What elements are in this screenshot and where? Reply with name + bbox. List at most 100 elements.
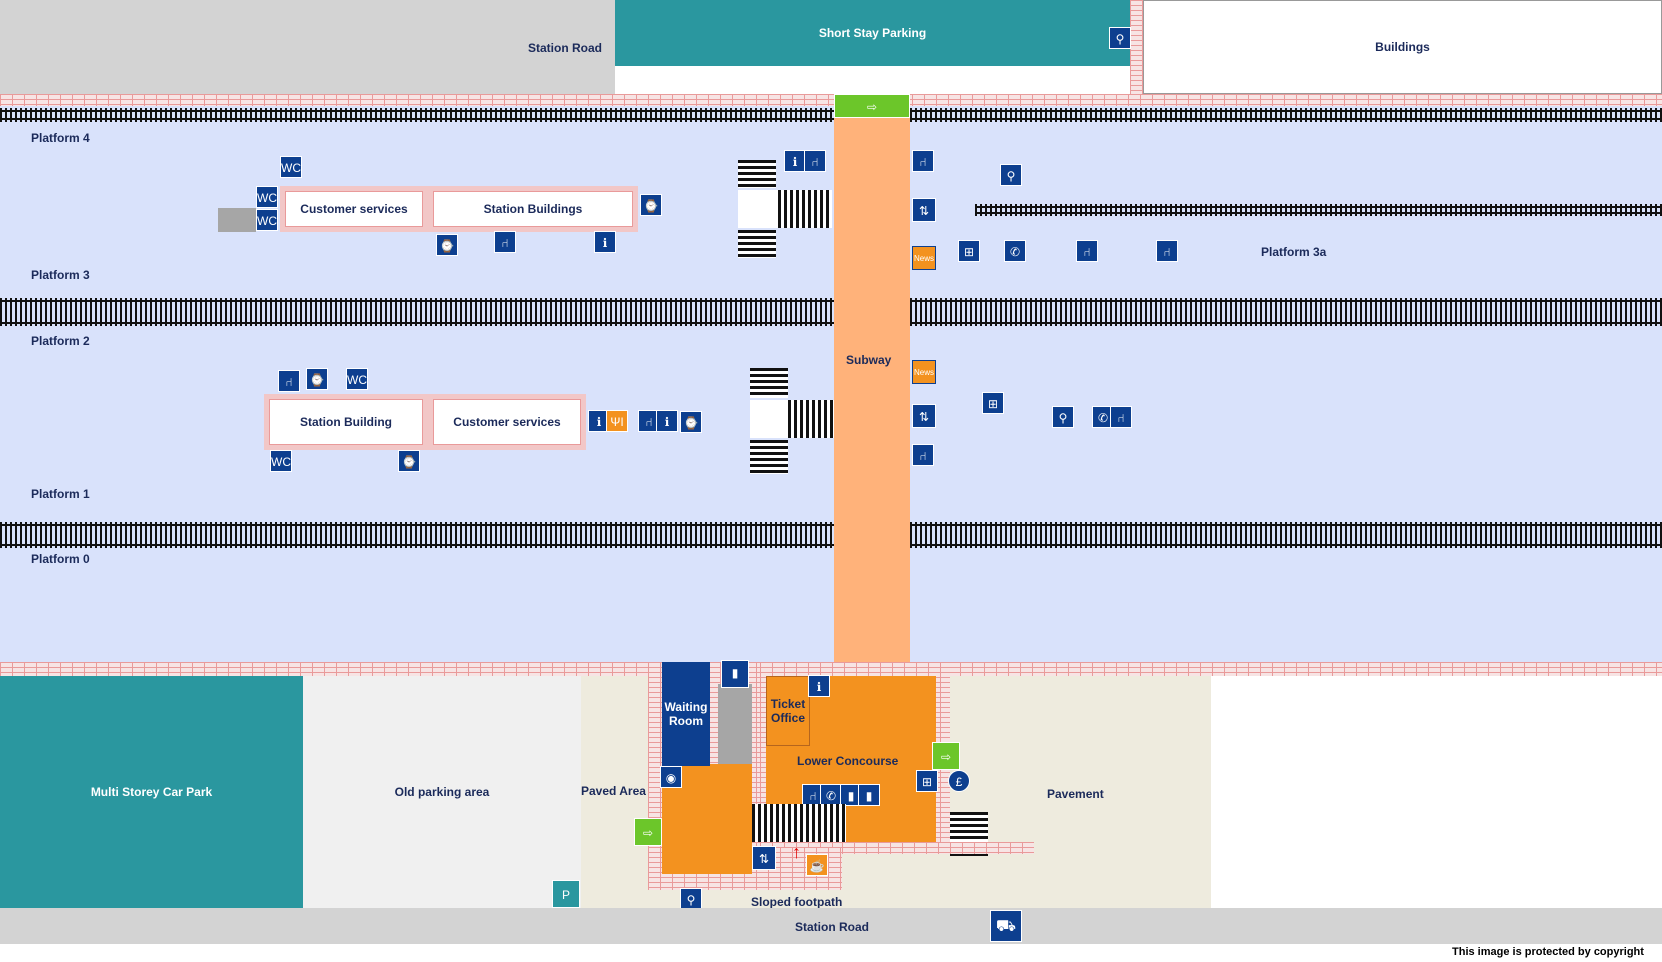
- exit-icon-west[interactable]: ⇨: [634, 818, 662, 846]
- station-road-top-label: Station Road: [528, 41, 602, 55]
- station-building-middle[interactable]: Station Building: [264, 394, 428, 450]
- seat-icon: ⑁: [1076, 240, 1098, 262]
- old-parking-area-label: Old parking area: [394, 785, 490, 799]
- multi-storey-car-park-label: Multi Storey Car Park: [90, 785, 213, 799]
- news-label: News: [913, 367, 934, 377]
- cycle-icon: ⚲: [1000, 164, 1022, 186]
- ticket-office-label: Ticket Office: [770, 697, 806, 725]
- wc-icon: WC: [256, 186, 278, 208]
- customer-services-upper[interactable]: Customer services: [280, 186, 428, 232]
- buildings-block[interactable]: Buildings: [1143, 0, 1662, 94]
- seat-icon: ⑁: [1156, 240, 1178, 262]
- info-icon: ℹ: [808, 675, 830, 697]
- track-lower: [0, 522, 1662, 548]
- stairs-middle-east[interactable]: [788, 400, 834, 438]
- waiting-room-icon: ⌚: [680, 411, 702, 433]
- exit-icon-top[interactable]: ⇨: [834, 94, 910, 118]
- old-parking-area[interactable]: Old parking area: [303, 676, 581, 908]
- customer-services-middle[interactable]: Customer services: [428, 394, 586, 450]
- grey-corridor: [718, 684, 752, 764]
- waiting-room[interactable]: Waiting Room: [662, 662, 710, 766]
- station-road-top-area: [0, 0, 615, 94]
- platform-3-label: Platform 3: [31, 268, 90, 282]
- platform-2-label: Platform 2: [31, 334, 90, 348]
- news-label: News: [913, 253, 934, 263]
- station-road-bottom-label: Station Road: [795, 920, 869, 934]
- short-stay-parking-label: Short Stay Parking: [818, 26, 927, 40]
- copyright-notice: This image is protected by copyright: [1452, 946, 1644, 958]
- wc-icon: WC: [280, 156, 302, 178]
- exit-icon-east[interactable]: ⇨: [932, 742, 960, 770]
- buildings-label: Buildings: [1375, 40, 1430, 54]
- cycle-icon: ⚲: [1109, 27, 1131, 49]
- ticket-office[interactable]: Ticket Office: [766, 676, 810, 746]
- seat-icon: ⑁: [1110, 406, 1132, 428]
- short-stay-parking[interactable]: Short Stay Parking: [615, 0, 1130, 66]
- sloped-footpath-label: Sloped footpath: [751, 895, 843, 909]
- seat-icon: ⑁: [494, 231, 516, 253]
- platform-3a-label: Platform 3a: [1261, 245, 1327, 259]
- ticket-machine-icon: ▮: [858, 784, 880, 806]
- stairs-upper-landing: [738, 190, 778, 228]
- phone-icon: ✆: [1004, 240, 1026, 262]
- platform-0-label: Platform 0: [31, 552, 90, 566]
- cafe-icon: ☕: [806, 854, 828, 876]
- stairs-middle-landing: [750, 400, 788, 438]
- seat-icon: ⑁: [278, 370, 300, 392]
- pavement-fence: [842, 842, 1034, 854]
- platform-1-label: Platform 1: [31, 487, 90, 501]
- lift-icon[interactable]: ⇅: [912, 404, 936, 428]
- info-icon: ℹ: [656, 410, 678, 432]
- multi-storey-car-park[interactable]: Multi Storey Car Park: [0, 676, 303, 908]
- trolley-icon: ⊞: [916, 770, 938, 792]
- info-icon: ℹ: [784, 150, 806, 172]
- camera-icon: ◉: [660, 766, 682, 788]
- fence-top: [0, 94, 1662, 106]
- stairs-middle-south[interactable]: [750, 440, 788, 474]
- platform-4-label: Platform 4: [31, 131, 90, 145]
- ticket-machine-icon[interactable]: ▮: [721, 660, 749, 688]
- track-platform-3a: [975, 204, 1662, 216]
- phone-icon: ✆: [820, 784, 842, 806]
- upper-building-grey-stub: [218, 208, 256, 232]
- track-top: [0, 108, 1662, 122]
- wc-icon: WC: [270, 450, 292, 472]
- lower-concourse-label: Lower Concourse: [797, 754, 899, 768]
- info-icon: ℹ: [594, 231, 616, 253]
- waiting-room-icon: ⌚: [306, 368, 328, 390]
- station-building-middle-label: Station Building: [300, 415, 392, 429]
- food-icon: ΨΙ: [606, 410, 628, 432]
- trolley-icon: ⊞: [982, 392, 1004, 414]
- station-road-bottom-area: [0, 908, 1662, 944]
- waiting-room-icon: ⌚: [398, 450, 420, 472]
- cash-machine-icon: £: [948, 770, 970, 792]
- subway-corridor[interactable]: [834, 118, 910, 678]
- lift-icon[interactable]: ⇅: [912, 198, 936, 222]
- pavement-label: Pavement: [1047, 787, 1104, 801]
- subway-label: Subway: [846, 353, 892, 367]
- stairs-upper-north[interactable]: [738, 160, 776, 188]
- lift-icon[interactable]: ⇅: [752, 846, 776, 870]
- cycle-icon: ⚲: [680, 888, 702, 910]
- station-buildings-upper[interactable]: Station Buildings: [428, 186, 638, 232]
- fence-top-right: [1130, 0, 1143, 94]
- stairs-upper-east[interactable]: [778, 190, 832, 228]
- waiting-room-label: Waiting Room: [664, 700, 708, 728]
- stairs-concourse[interactable]: [752, 804, 846, 842]
- track-upper: [0, 298, 1662, 326]
- station-buildings-upper-label: Station Buildings: [483, 202, 583, 216]
- seat-icon: ⑁: [912, 150, 934, 172]
- accessible-parking-icon: P: [552, 880, 580, 908]
- paved-area-label: Paved Area: [581, 784, 646, 798]
- newsagent[interactable]: News: [912, 360, 936, 384]
- direction-arrow: ↑: [792, 842, 801, 862]
- stairs-upper-south[interactable]: [738, 230, 776, 258]
- accessible-wc-icon: WC: [256, 209, 278, 231]
- trolley-icon: ⊞: [958, 240, 980, 262]
- taxi-icon: ⛟: [990, 910, 1022, 942]
- stairs-middle-north[interactable]: [750, 368, 788, 398]
- cycle-icon: ⚲: [1052, 406, 1074, 428]
- newsagent[interactable]: News: [912, 246, 936, 270]
- customer-services-upper-label: Customer services: [300, 202, 408, 216]
- wc-icon: WC: [346, 368, 368, 390]
